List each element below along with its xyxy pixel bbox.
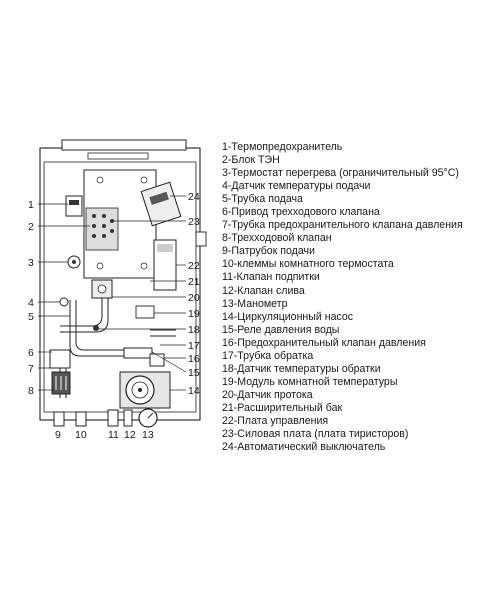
legend-item: 24-Автоматический выключатель [222,441,386,454]
callout-14: 14 [188,385,200,397]
callout-22: 22 [188,260,200,272]
legend-item: 18-Датчик температуры обратки [222,362,381,375]
legend-item: 12-Клапан слива [222,284,305,297]
callout-5: 5 [28,311,34,323]
valve-actuator [49,349,71,369]
return-temp-sensor [93,325,99,331]
callout-1: 1 [28,199,34,211]
leader-lines [38,195,187,391]
fitting-11 [107,409,119,427]
callout-8: 8 [28,385,34,397]
legend-item: 9-Патрубок подачи [222,245,315,258]
legend-item: 8-Трехходовой клапан [222,232,332,245]
legend-item: 14-Циркуляционный насос [222,310,354,323]
safety-valve [123,347,153,359]
legend-item: 6-Привод трехходового клапана [222,206,380,219]
legend-item: 22-Плата управления [222,414,329,427]
callout-10: 10 [75,429,87,441]
fitting-10 [75,411,87,427]
legend-item: 20-Датчик протока [222,388,313,401]
callout-4: 4 [28,297,34,309]
callout-2: 2 [28,221,34,233]
legend-item: 4-Датчик температуры подачи [222,180,371,193]
callout-12: 12 [124,429,136,441]
side-connector [195,231,207,247]
callout-13: 13 [142,429,154,441]
legend-item: 16-Предохранительный клапан давления [222,336,426,349]
legend-item: 17-Трубка обратка [222,349,314,362]
callout-16: 16 [188,353,200,365]
legend-item: 13-Манометр [222,297,288,310]
callout-19: 19 [188,308,200,320]
callout-3: 3 [28,257,34,269]
legend-item: 15-Реле давления воды [222,323,340,336]
callout-7: 7 [28,363,34,375]
callout-18: 18 [188,324,200,336]
pressure-relay [149,353,165,367]
room-temp-module [135,305,155,319]
fitting-9 [53,411,65,427]
legend-item: 2-Блок ТЭН [222,154,280,167]
legend-item: 5-Трубка подача [222,193,303,206]
heater-bolts [96,176,148,270]
mounting-tab [61,139,187,151]
callout-20: 20 [188,292,200,304]
inner-frame [43,161,197,413]
flow-temp-sensor [59,297,69,307]
legend-item: 19-Модуль комнатной температуры [222,375,398,388]
legend-item: 21-Расширительный бак [222,401,343,414]
legend-item: 10-клеммы комнатного термостата [222,258,394,271]
legend-item: 1-Термопредохранитель [222,141,343,153]
callout-15: 15 [188,367,200,379]
power-board [85,207,119,251]
callout-6: 6 [28,347,34,359]
fitting-12 [123,409,133,427]
legend-item: 3-Термостат перегрева (ограничительный 9… [222,167,459,180]
thermal-fuse [65,195,83,217]
callout-11: 11 [108,429,119,441]
top-bracket [87,152,149,160]
callout-17: 17 [188,340,200,352]
callout-9: 9 [55,429,61,441]
callout-24: 24 [188,191,200,203]
callout-23: 23 [188,216,200,228]
legend-item: 11-Клапан подпитки [222,271,320,284]
legend-item: 23-Силовая плата (плата тиристоров) [222,428,409,441]
callout-21: 21 [188,276,200,288]
legend-item: 7-Трубка предохранительного клапана давл… [222,219,463,232]
